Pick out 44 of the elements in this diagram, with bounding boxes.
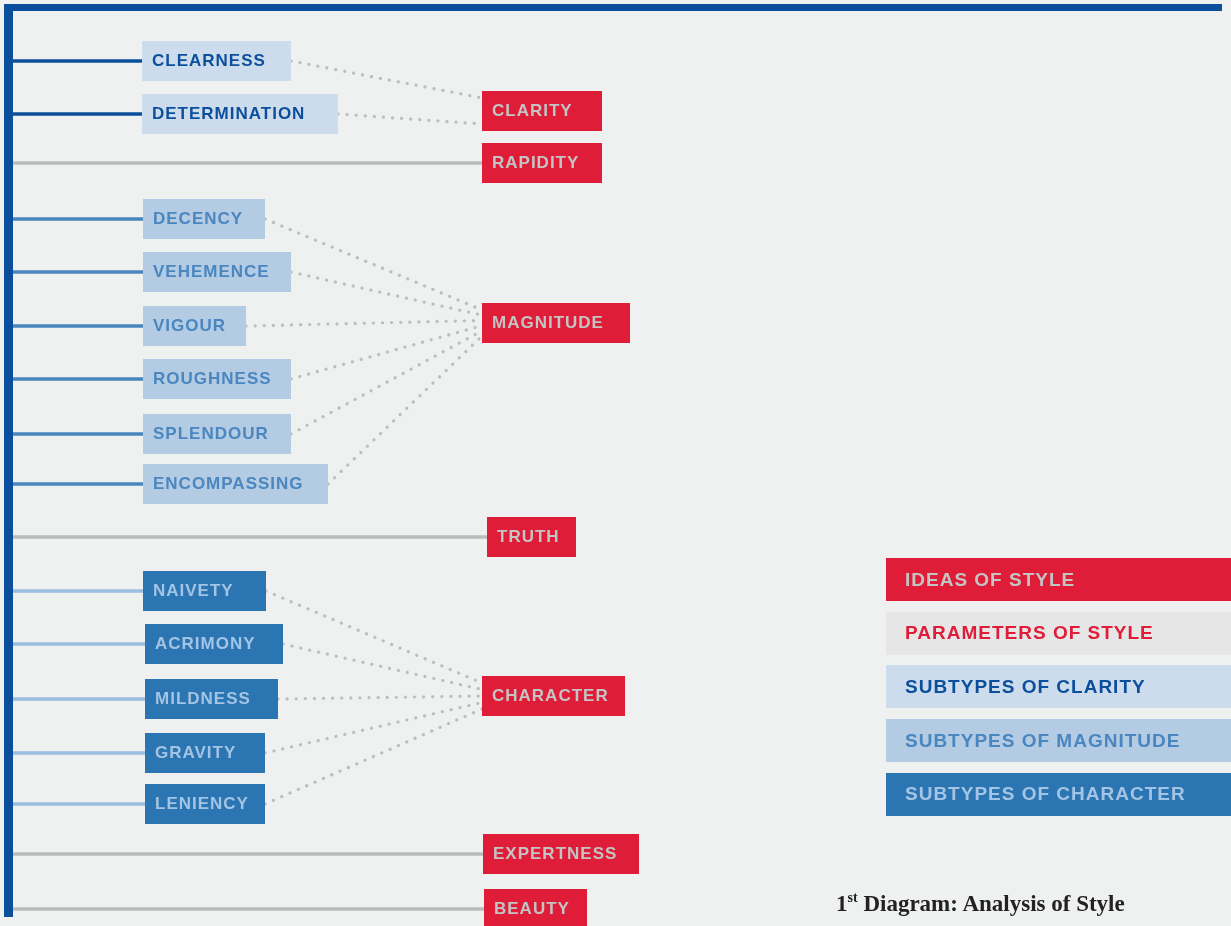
legend-entry: PARAMETERS OF STYLE: [886, 611, 1231, 655]
subtype-box: DETERMINATION: [142, 94, 338, 134]
connector-line: [13, 270, 143, 274]
subtype-box: ACRIMONY: [145, 624, 283, 664]
caption: 1$^{st}$ Diagram: Analysis of Style: [836, 890, 1125, 917]
subtype-box: CLEARNESS: [142, 41, 291, 81]
connector-line: [13, 642, 145, 646]
connector-line: [13, 535, 487, 539]
connector-line: [13, 112, 142, 116]
connector-line: [13, 802, 145, 806]
connector-line: [13, 324, 143, 328]
subtype-box: MILDNESS: [145, 679, 278, 719]
connector-line: [13, 161, 482, 165]
subtype-box: LENIENCY: [145, 784, 265, 824]
idea-box: CLARITY: [482, 91, 602, 131]
connector-line: [13, 217, 143, 221]
connector-line: [13, 59, 142, 63]
idea-box: EXPERTNESS: [483, 834, 639, 874]
subtype-box: DECENCY: [143, 199, 265, 239]
legend-entry: SUBTYPES OF CHARACTER: [886, 772, 1231, 816]
idea-box: BEAUTY: [484, 889, 587, 926]
idea-box: MAGNITUDE: [482, 303, 630, 343]
connector-line: [13, 482, 143, 486]
legend-entry: SUBTYPES OF MAGNITUDE: [886, 719, 1231, 763]
subtype-box: ENCOMPASSING: [143, 464, 328, 504]
subtype-box: GRAVITY: [145, 733, 265, 773]
connector-line: [13, 432, 143, 436]
connector-line: [13, 852, 483, 856]
subtype-box: VIGOUR: [143, 306, 246, 346]
idea-box: CHARACTER: [482, 676, 625, 716]
legend-entry: IDEAS OF STYLE: [886, 558, 1231, 601]
subtype-box: NAIVETY: [143, 571, 266, 611]
connector-line: [13, 907, 484, 911]
idea-box: TRUTH: [487, 517, 576, 557]
idea-box: RAPIDITY: [482, 143, 602, 183]
dotted-line: [263, 707, 484, 806]
subtype-box: ROUGHNESS: [143, 359, 291, 399]
subtype-box: SPLENDOUR: [143, 414, 291, 454]
connector-line: [13, 377, 143, 381]
legend-entry: SUBTYPES OF CLARITY: [886, 665, 1231, 709]
connector-line: [13, 697, 145, 701]
connector-line: [13, 751, 145, 755]
connector-line: [13, 589, 143, 593]
subtype-box: VEHEMENCE: [143, 252, 291, 292]
